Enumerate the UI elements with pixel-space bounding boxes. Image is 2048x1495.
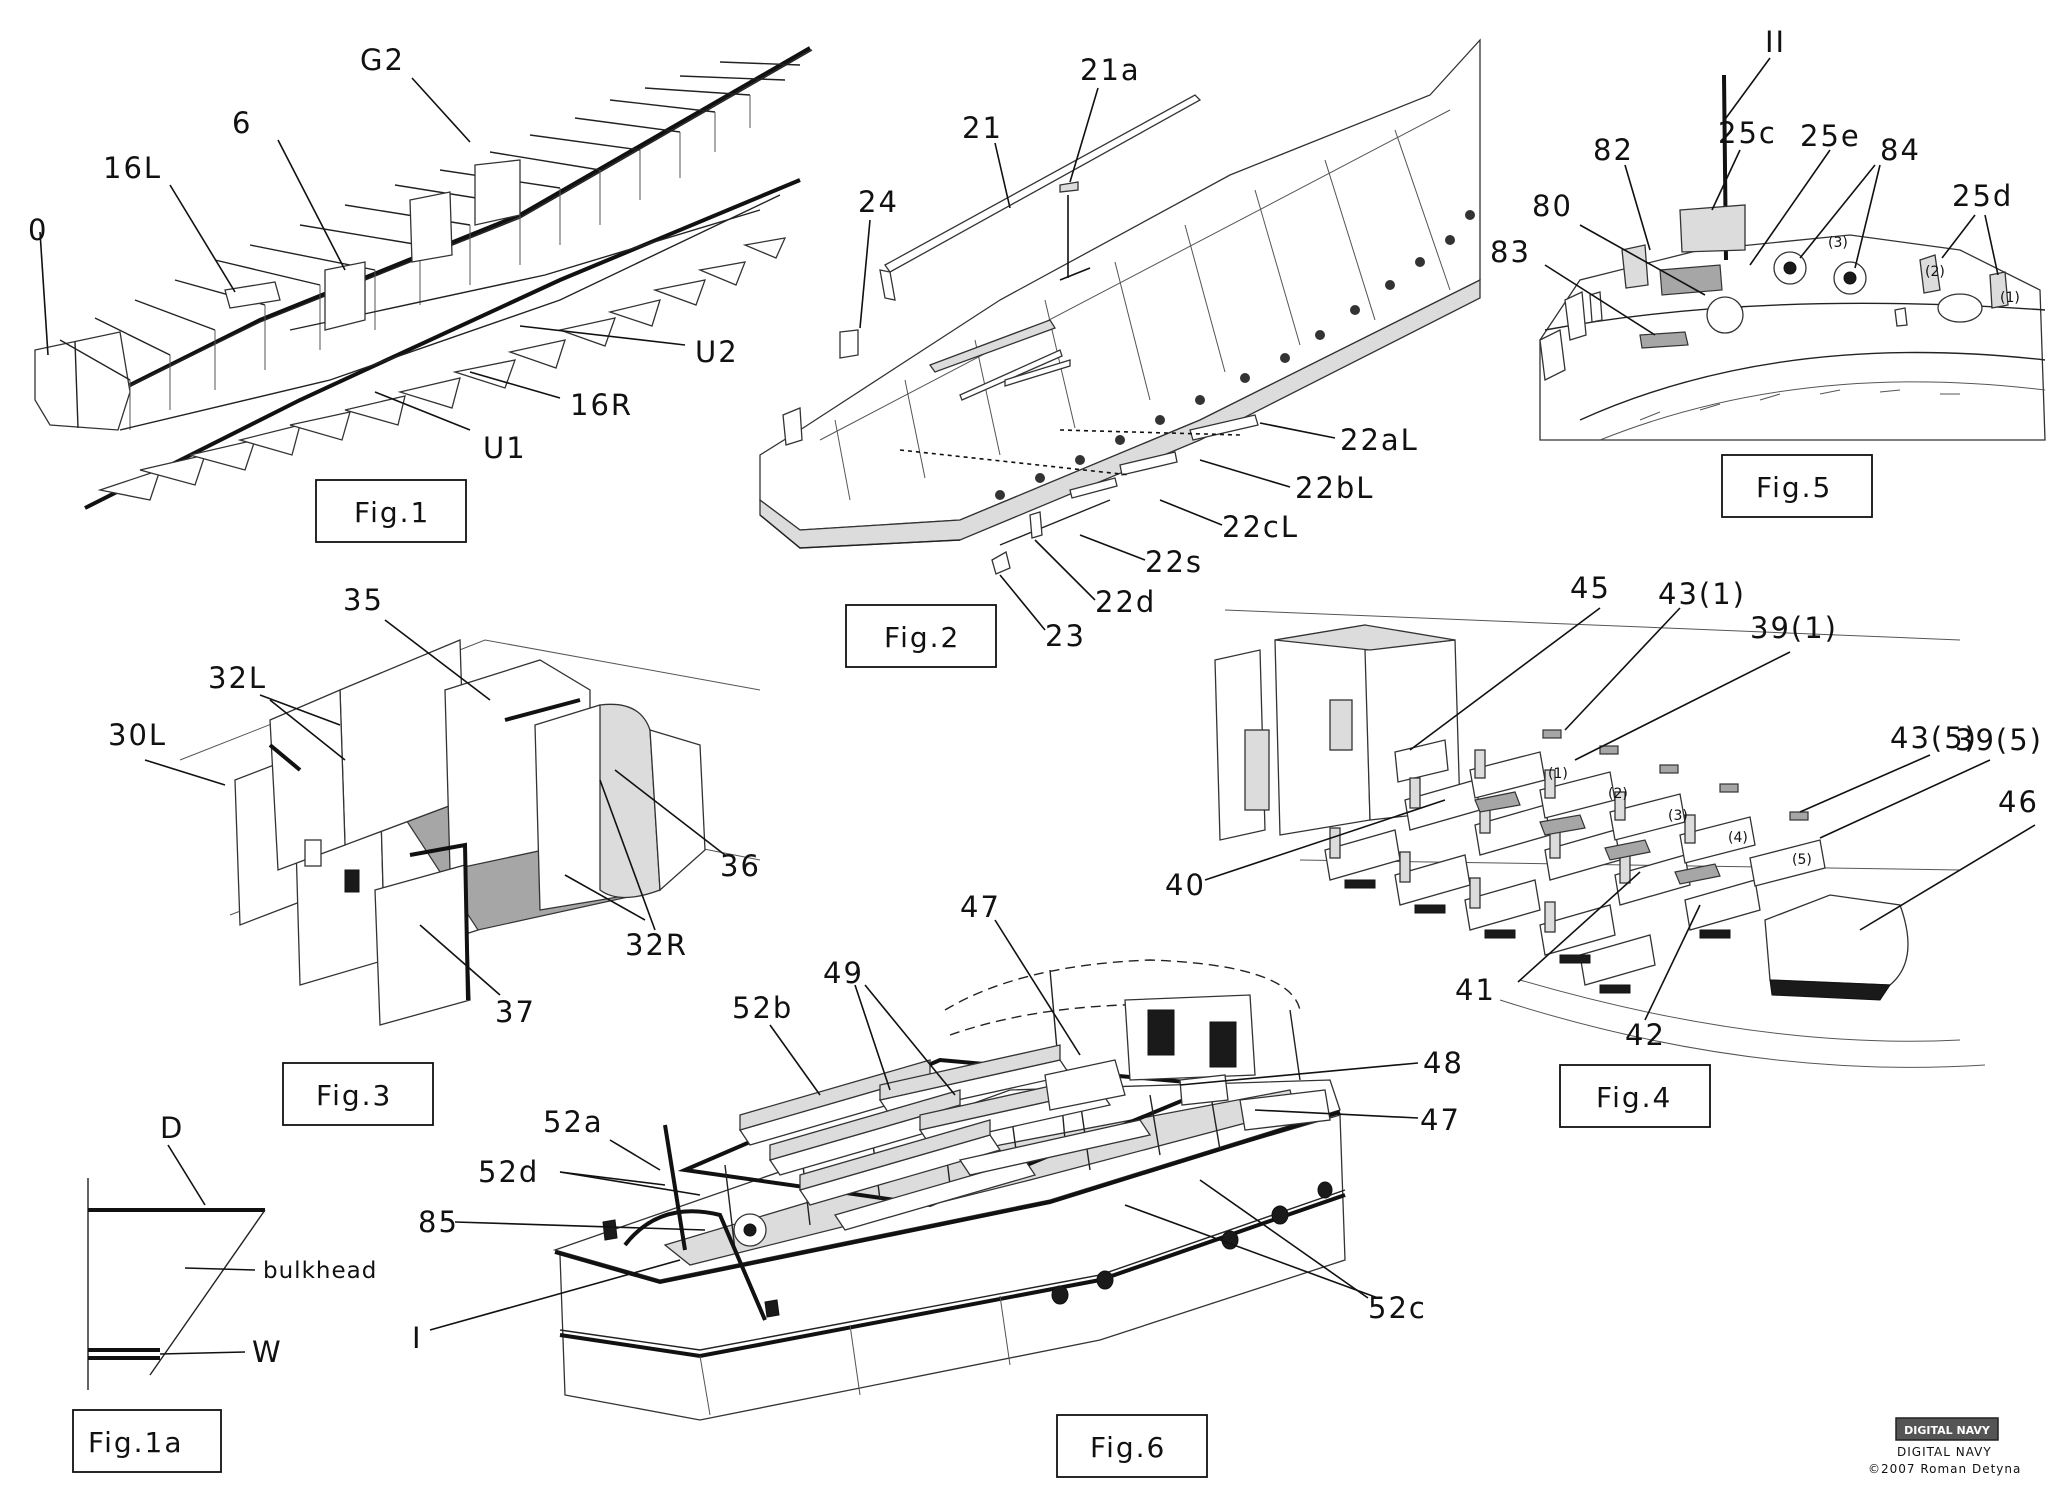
fig4-label-43-5: 43(5): [1890, 721, 1978, 755]
fig2-caption: Fig.2: [884, 621, 960, 654]
fig6-caption-box: [1056, 1414, 1208, 1478]
fig5-sub-2: (2): [1925, 264, 1945, 280]
fig5-sub-1: (1): [2000, 290, 2020, 306]
fig1a-label-W: W: [252, 1335, 283, 1369]
fig5-sub-3: (3): [1828, 235, 1848, 251]
fig2-label-23: 23: [1045, 619, 1086, 653]
fig5-label-83: 83: [1490, 235, 1531, 269]
fig3-label-30L: 30L: [108, 718, 167, 752]
fig6-label-52d: 52d: [478, 1155, 539, 1189]
fig5-caption-box: [1721, 454, 1873, 518]
fig6-open-deck-drawing: 47 49 52b 48 47 52a 52d 85 I 52c Fig.6: [412, 890, 1464, 1478]
fig5-bow-fittings-drawing: II 82 25c 25e 84 25d 80 83 (3) (2) (1) F…: [1490, 25, 2046, 518]
fig2-label-21a: 21a: [1080, 53, 1141, 87]
fig1-label-U1: U1: [483, 431, 527, 465]
fig1-hull-frames-drawing: 0 16L 6 G2 U2 16R U1 Fig.1: [28, 43, 813, 543]
fig5-label-25d: 25d: [1952, 179, 2013, 213]
fig4-sub-4: (4): [1728, 830, 1748, 846]
fig6-label-49: 49: [823, 956, 864, 990]
fig4-sub-5: (5): [1792, 852, 1812, 868]
fig4-caption-box: [1559, 1064, 1711, 1128]
fig4-label-43-1: 43(1): [1658, 577, 1746, 611]
fig4-label-39-5: 39(5): [1955, 723, 2043, 757]
fig3-label-32R: 32R: [625, 928, 688, 962]
fig1-caption-box: [315, 479, 467, 543]
fig4-sub-1: (1): [1548, 766, 1568, 782]
fig2-label-21: 21: [962, 111, 1003, 145]
fig3-label-32L: 32L: [208, 661, 267, 695]
fig2-label-22aL: 22aL: [1340, 423, 1419, 457]
fig1a-caption: Fig.1a: [88, 1426, 184, 1459]
fig5-label-80: 80: [1532, 189, 1573, 223]
digital-navy-logo: [1895, 1417, 1999, 1441]
credit-name: DIGITAL NAVY: [1897, 1445, 1992, 1459]
fig3-cabin-walls-drawing: 35 32L 30L 36 32R 37 Fig.3: [108, 583, 761, 1126]
fig3-label-37: 37: [495, 995, 536, 1029]
fig3-caption-box: [282, 1062, 434, 1126]
fig6-label-I: I: [412, 1321, 423, 1355]
fig5-caption: Fig.5: [1756, 471, 1832, 504]
fig4-label-45: 45: [1570, 571, 1611, 605]
fig5-label-84: 84: [1880, 133, 1921, 167]
fig4-label-39-1: 39(1): [1750, 611, 1838, 645]
fig5-label-82: 82: [1593, 133, 1634, 167]
digital-navy-logo-text: DIGITAL NAVY: [1904, 1424, 1991, 1437]
fig5-label-II: II: [1765, 25, 1786, 59]
fig6-label-85: 85: [418, 1205, 459, 1239]
fig4-label-46: 46: [1998, 785, 2039, 819]
fig5-label-25e: 25e: [1800, 119, 1861, 153]
fig1a-label-bulkhead: bulkhead: [263, 1258, 377, 1284]
fig1a-label-D: D: [160, 1111, 184, 1145]
credit-block: DIGITAL NAVY DIGITAL NAVY ©2007 Roman De…: [1868, 1417, 2021, 1476]
fig4-passenger-seats-drawing: 45 43(1) 39(1) 43(5) 39(5) 46 40 41 42 (…: [1165, 571, 2043, 1128]
fig2-label-22d: 22d: [1095, 585, 1156, 619]
fig1-label-U2: U2: [695, 335, 739, 369]
fig2-caption-box: [845, 604, 997, 668]
fig1-label-6: 6: [232, 106, 252, 140]
fig6-label-52a: 52a: [543, 1105, 604, 1139]
fig1-caption: Fig.1: [354, 496, 430, 529]
fig3-caption: Fig.3: [316, 1079, 392, 1112]
fig2-hull-deck-drawing: 21a 21 24 22aL 22bL 22cL 22s 22d 23 Fig.…: [759, 38, 1481, 668]
fig5-label-25c: 25c: [1718, 116, 1777, 150]
fig3-label-36: 36: [720, 849, 761, 883]
fig6-label-47b: 47: [1420, 1103, 1461, 1137]
fig6-label-48: 48: [1423, 1046, 1464, 1080]
fig1-label-0: 0: [28, 213, 48, 247]
fig4-label-41: 41: [1455, 973, 1496, 1007]
fig2-label-22cL: 22cL: [1222, 510, 1299, 544]
fig4-caption: Fig.4: [1596, 1081, 1672, 1114]
credit-copyright: ©2007 Roman Detyna: [1868, 1462, 2021, 1476]
fig1a-caption-box: [72, 1409, 222, 1473]
fig1-label-16R: 16R: [570, 388, 633, 422]
fig2-label-22bL: 22bL: [1295, 471, 1374, 505]
fig6-label-47a: 47: [960, 890, 1001, 924]
fig6-label-52b: 52b: [732, 991, 793, 1025]
fig1-label-16L: 16L: [103, 151, 162, 185]
fig4-sub-2: (2): [1608, 786, 1628, 802]
fig2-label-24: 24: [858, 185, 899, 219]
fig6-label-52c: 52c: [1368, 1291, 1427, 1325]
fig1a-bulkhead-detail-drawing: D bulkhead W Fig.1a: [72, 1111, 377, 1473]
fig4-label-42: 42: [1625, 1018, 1666, 1052]
fig4-sub-3: (3): [1668, 808, 1688, 824]
fig3-label-35: 35: [343, 583, 384, 617]
fig2-label-22s: 22s: [1145, 545, 1203, 579]
fig6-caption: Fig.6: [1090, 1431, 1166, 1464]
fig1-label-G2: G2: [360, 43, 405, 77]
fig4-label-40: 40: [1165, 868, 1206, 902]
